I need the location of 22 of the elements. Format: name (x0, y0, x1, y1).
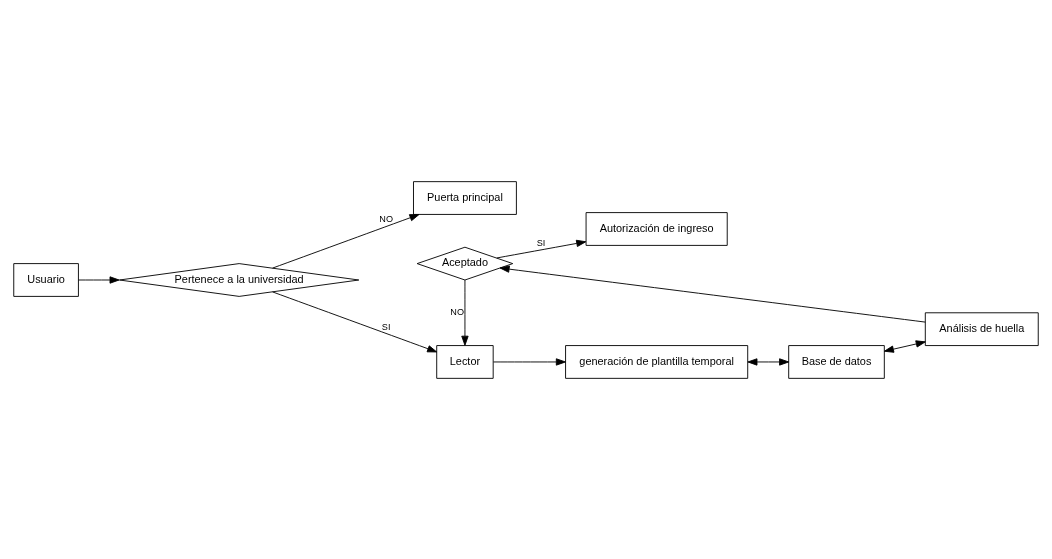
node-box: Usuario (13, 262, 79, 297)
arrow (496, 239, 587, 258)
arrow (499, 265, 926, 323)
arrow (272, 213, 420, 269)
node-diamond: Pertenece a la universidad (119, 262, 360, 297)
node-box: Puerta principal (413, 180, 517, 215)
node-box: Lector (436, 344, 494, 379)
node-box: Base de datos (788, 344, 885, 379)
arrow (747, 357, 790, 366)
node-box: generación de plantilla temporal (565, 344, 749, 379)
arrow (493, 357, 566, 366)
arrow (272, 290, 438, 352)
arrow (78, 275, 120, 284)
arrow (461, 279, 469, 346)
node-box: Análisis de huella (924, 311, 1039, 346)
edge-label: SI (381, 321, 391, 332)
node-box: Autorización de ingreso (585, 211, 728, 246)
edge-label: SI (536, 237, 546, 248)
edge-label: NO (379, 213, 393, 224)
arrow (883, 339, 926, 353)
node-diamond: Aceptado (416, 246, 514, 280)
edge-label: NO (450, 306, 465, 317)
